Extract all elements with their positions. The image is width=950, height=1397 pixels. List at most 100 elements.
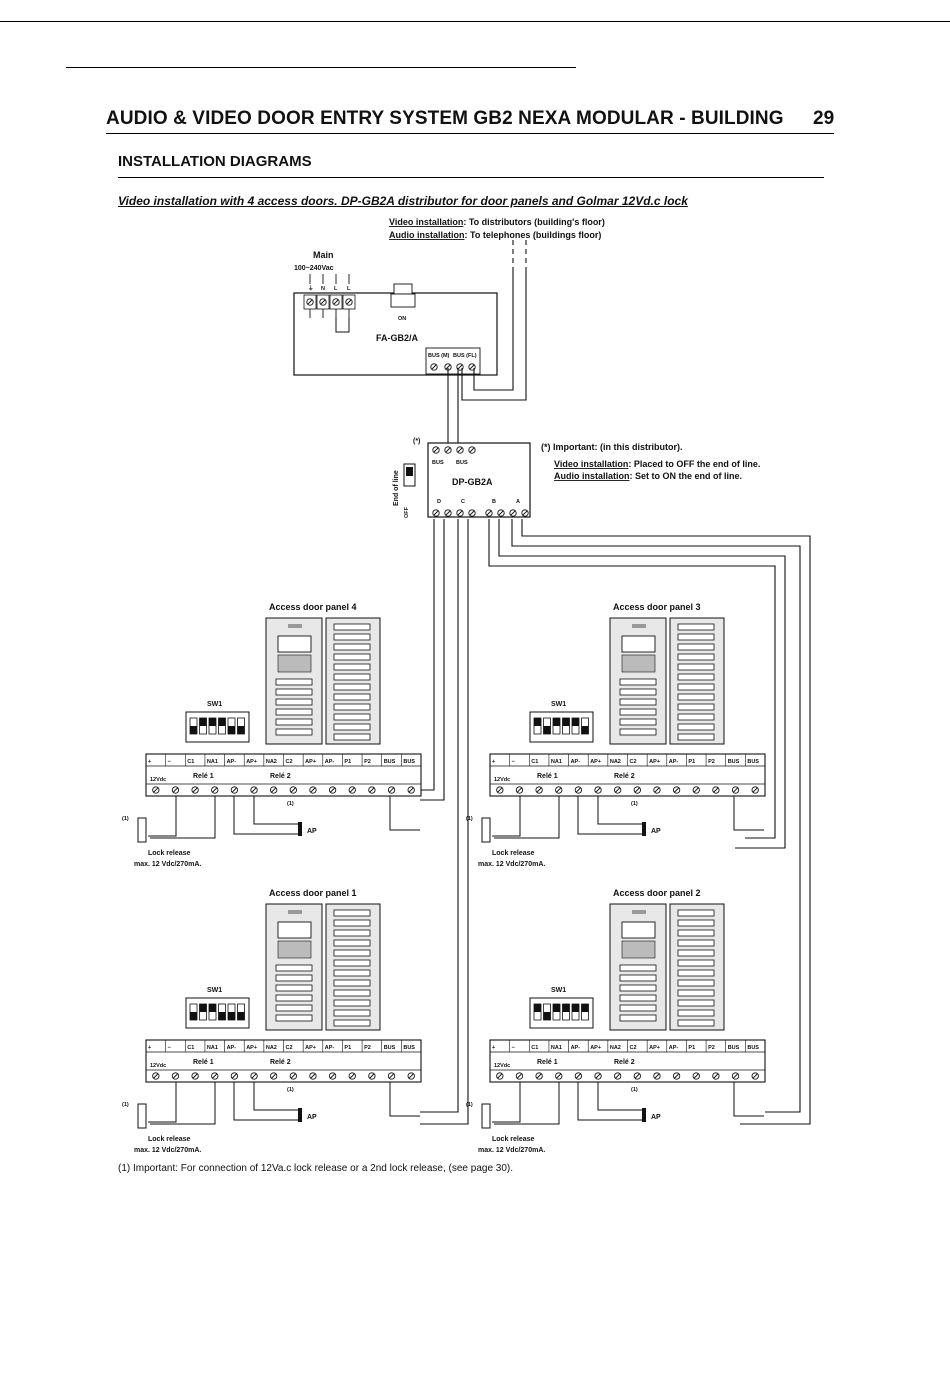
top-note-audio-text: : To telephones (buildings floor) [465,230,602,240]
terminal-label: BUS [747,1045,759,1051]
call-button [677,643,715,651]
terminal-label: NA1 [551,1045,562,1051]
terminal-label: AP+ [305,759,316,765]
call-button [619,708,657,716]
one-mark: (1) [631,1087,638,1093]
terminal-screw [614,786,622,794]
call-button [619,994,657,1002]
terminal-screw [555,786,563,794]
call-button [677,999,715,1007]
terminal-label: NA1 [551,759,562,765]
lock-release-max: max. 12 Vdc/270mA. [478,1147,545,1154]
terminal-screw [211,1072,219,1080]
terminal-label: − [168,1045,171,1051]
terminal-screw [614,1072,622,1080]
lock-release-icon [481,817,491,843]
terminal-label: AP- [325,1045,335,1051]
call-button [677,683,715,691]
call-button [677,1009,715,1017]
section-title: INSTALLATION DIAGRAMS [118,153,312,170]
ap-pushbutton-icon [642,1108,646,1122]
call-button [677,633,715,641]
call-button [333,1019,371,1027]
terminal-label: AP+ [649,759,660,765]
terminal-label: AP- [669,759,679,765]
relay1-label: Relé 1 [537,773,558,780]
distributor-note-video-label: Video installation [554,459,628,469]
mains-terminal-label: L [334,286,338,292]
call-button [677,663,715,671]
terminal-screw [348,786,356,794]
call-button [333,683,371,691]
terminal-label: BUS [384,759,396,765]
lock-one-mark: (1) [122,1102,129,1108]
call-button [677,979,715,987]
call-button [333,909,371,917]
terminal-label: − [168,759,171,765]
terminal-screw [328,1072,337,1080]
call-button [333,643,371,651]
terminal-label: P1 [344,759,351,765]
call-button [619,974,657,982]
relay2-label: Relé 2 [270,773,291,780]
lock-release-label: Lock release [148,850,191,857]
terminal-screw [751,786,759,794]
distributor-dp-gb2a: (*) BUS BUS DP-GB2A D C B A End of line … [393,438,760,518]
terminal-label: AP+ [649,1045,660,1051]
terminal-label: AP- [571,1045,581,1051]
svg-text:Video installation: Placed to: Video installation: Placed to OFF the en… [554,459,760,469]
terminal-screw [485,509,493,517]
terminal-screw [509,509,517,517]
power-supply-name: FA-GB2/A [376,333,419,343]
dp-bus-label-2: BUS [456,460,468,466]
svg-text:Audio installation: To telepho: Audio installation: To telephones (build… [389,230,601,240]
terminal-screw [289,786,297,794]
speaker-grille [621,654,656,673]
call-button [333,733,371,741]
terminal-label: C1 [187,1045,194,1051]
terminal-label: P1 [688,759,695,765]
terminal-screw [515,1072,524,1080]
sw1-label: SW1 [207,987,222,994]
call-button [619,698,657,706]
terminal-label: C1 [187,759,194,765]
call-button [677,693,715,701]
terminal-label: C1 [531,1045,538,1051]
terminal-screw [594,1072,602,1080]
lock-release-label: Lock release [492,850,535,857]
mains-voltage: 100~240Vac [294,265,334,272]
end-of-line-switch [406,467,413,476]
terminal-screw [407,1072,415,1080]
call-button [275,1004,313,1012]
terminal-label: P1 [688,1045,695,1051]
call-button [677,733,715,741]
ap-pushbutton-icon [642,822,646,836]
top-note: Video installation: To distributors (bui… [389,217,605,240]
call-button [619,1014,657,1022]
terminal-label: BUS [403,759,415,765]
terminal-screw [535,1072,543,1080]
call-button [677,939,715,947]
dp-out-a: A [516,499,520,505]
distributor-note-video-text: : Placed to OFF the end of line. [628,459,760,469]
lock-release-max: max. 12 Vdc/270mA. [478,861,545,868]
speaker-grille [621,940,656,959]
terminal-screw [515,786,524,794]
terminal-screw [574,1072,583,1080]
terminal-screw [672,786,681,794]
section-underline [118,177,824,178]
top-note-video-text: : To distributors (building's floor) [463,217,604,227]
lock-release-max: max. 12 Vdc/270mA. [134,1147,201,1154]
call-button [333,1009,371,1017]
terminal-screw [332,298,340,306]
terminal-screw [456,446,464,454]
call-button [333,653,371,661]
terminal-screw [309,1072,317,1080]
call-button [333,663,371,671]
terminal-screw [692,1072,700,1080]
relay2-label: Relé 2 [270,1059,291,1066]
diagram-subtitle: Video installation with 4 access doors. … [118,194,688,208]
terminal-screw [306,298,314,306]
